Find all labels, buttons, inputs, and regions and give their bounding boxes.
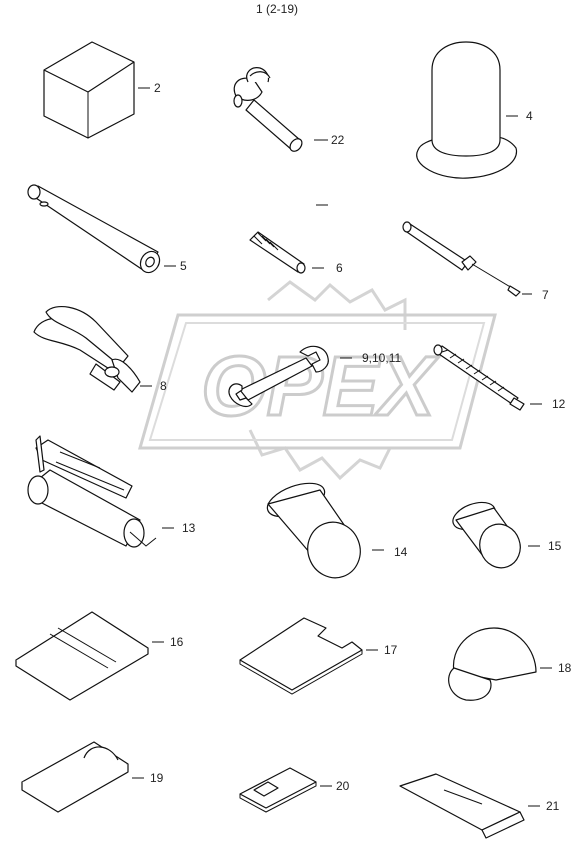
- part-19-pouch: [21, 741, 144, 813]
- part-13-grease-gun: [27, 435, 174, 548]
- part-9-10-11-wrench: [228, 345, 352, 408]
- callout-19: 19: [150, 771, 164, 785]
- part-22-pin: [233, 67, 328, 152]
- part-8-pliers: [33, 305, 152, 393]
- callout-4: 4: [526, 109, 533, 123]
- part-16-manual: [15, 611, 164, 701]
- callout-14: 14: [394, 545, 408, 559]
- callout-15: 15: [548, 539, 562, 553]
- part-7-screwdriver: [402, 221, 532, 297]
- callout-8: 8: [160, 379, 167, 393]
- part-12-hose: [433, 344, 542, 411]
- callout-12: 12: [552, 397, 566, 411]
- part-6-bolt: [249, 231, 324, 274]
- part-14-cup: [266, 482, 384, 579]
- part-15-cup: [452, 501, 540, 569]
- part-21-sleeve: [399, 773, 540, 839]
- callout-17: 17: [384, 643, 398, 657]
- callout-22: 22: [331, 133, 345, 147]
- part-4-cover: [416, 41, 518, 179]
- watermark-logo: OPEX: [138, 280, 497, 481]
- callout-21: 21: [546, 799, 560, 813]
- part-18-helmet: [448, 627, 552, 701]
- diagram-title: 1 (2-19): [256, 2, 298, 16]
- callout-9-10-11: 9,10,11: [362, 351, 401, 365]
- callout-5: 5: [180, 259, 187, 273]
- callout-7: 7: [542, 288, 549, 302]
- part-20-booklet: [239, 767, 332, 813]
- callout-13: 13: [182, 521, 196, 535]
- callout-2: 2: [154, 81, 161, 95]
- part-5-bar: [27, 184, 176, 274]
- callout-20: 20: [336, 779, 350, 793]
- part-2-block: [43, 41, 150, 139]
- callout-16: 16: [170, 635, 184, 649]
- part-17-card: [239, 617, 378, 695]
- callout-6: 6: [336, 261, 343, 275]
- callout-18: 18: [558, 661, 572, 675]
